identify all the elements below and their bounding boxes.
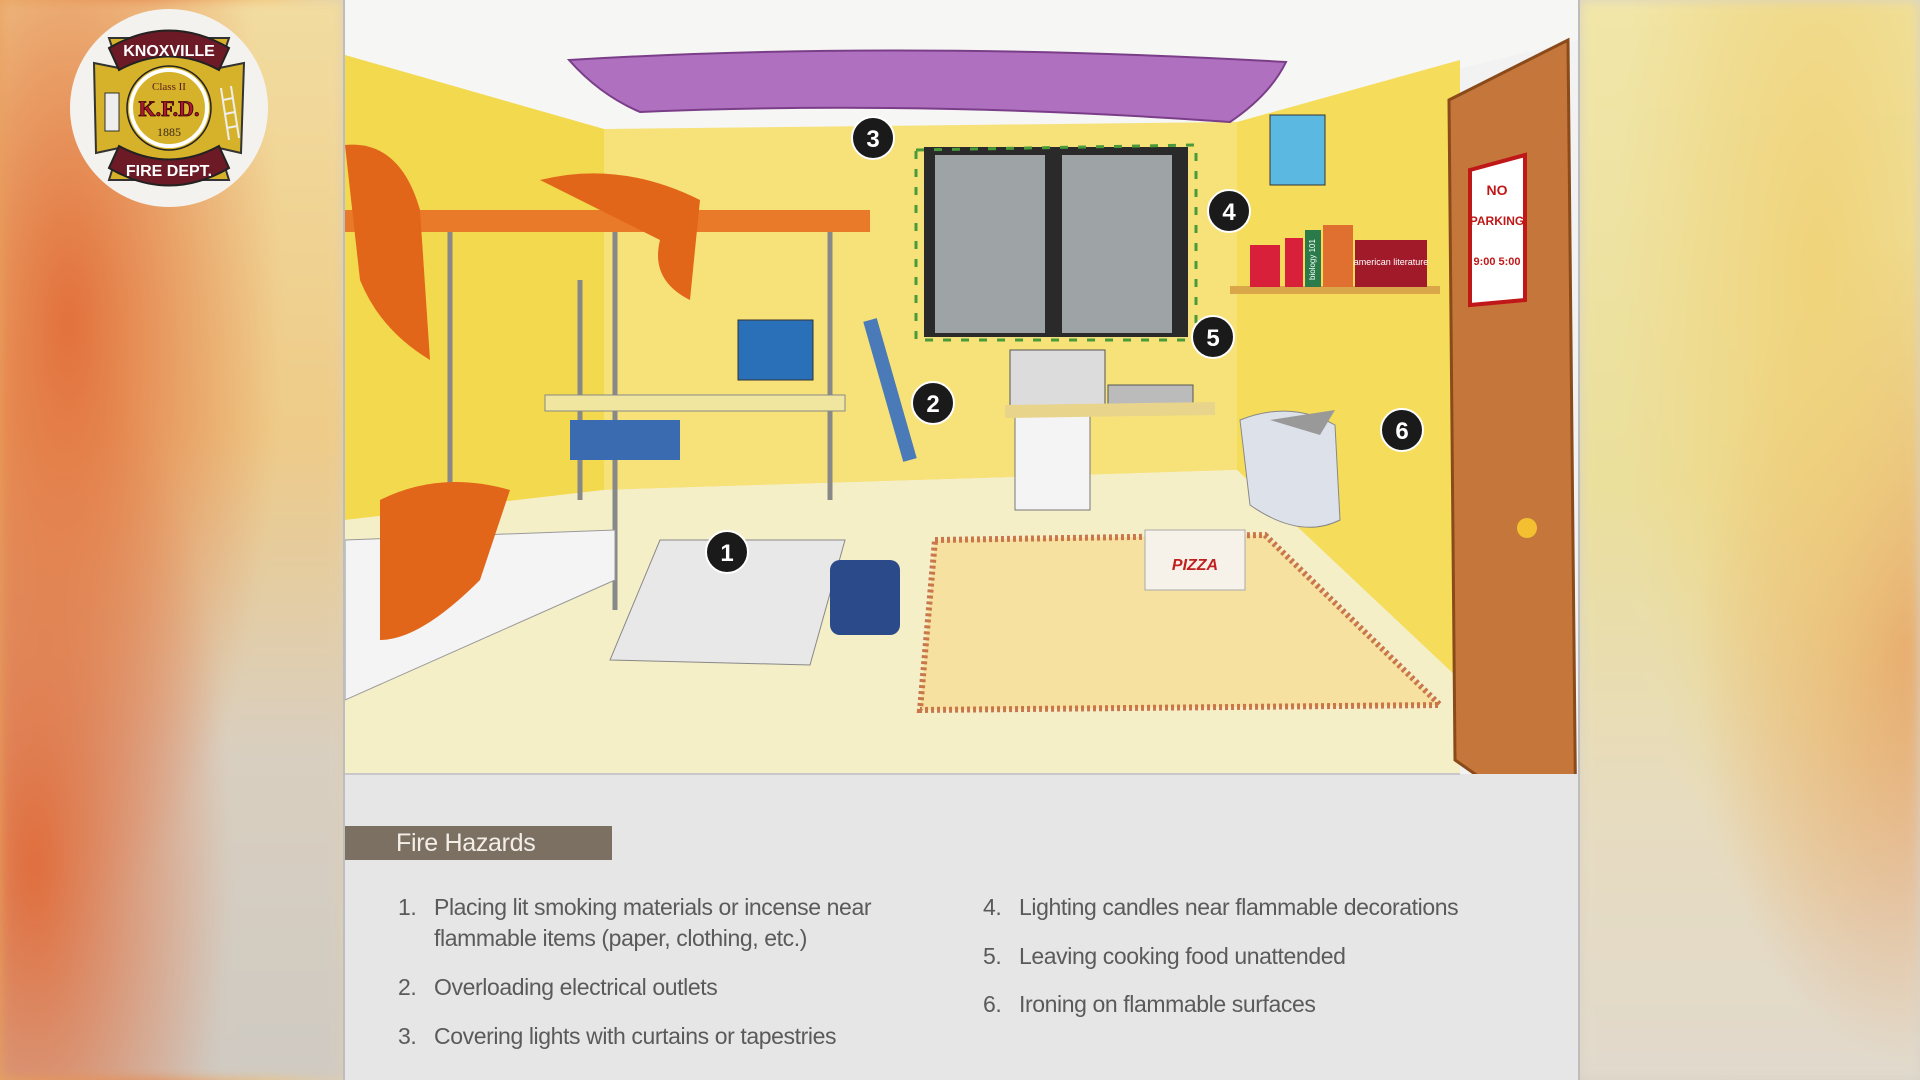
- hazard-badge-5: 5: [1191, 315, 1235, 359]
- svg-text:3: 3: [866, 126, 879, 153]
- hydrant-icon: [104, 92, 120, 132]
- hazard-badge-6: 6: [1380, 408, 1424, 452]
- logo-initials: K.F.D.: [139, 96, 200, 121]
- svg-text:5: 5: [1206, 325, 1219, 352]
- right-wall: [1237, 60, 1460, 680]
- svg-text:PARKING: PARKING: [1470, 214, 1524, 228]
- hazard-badge-3: 3: [851, 116, 895, 160]
- svg-text:4: 4: [1222, 199, 1236, 226]
- book-label: biology 101: [1308, 239, 1317, 280]
- computer-monitor: [737, 319, 814, 381]
- no-parking-sign: NO PARKING 9:00 5:00: [1468, 152, 1527, 308]
- coffee-table: [609, 539, 846, 666]
- hazard-number: 1.: [398, 894, 417, 920]
- pizza-label: PIZZA: [1172, 557, 1218, 574]
- hazard-text: Ironing on flammable surfaces: [1019, 991, 1316, 1017]
- hazard-number: 6.: [983, 991, 1002, 1017]
- hazard-badge-4: 4: [1207, 189, 1251, 233]
- mini-fridge: [1014, 409, 1091, 511]
- desk: [544, 394, 846, 412]
- shirt: [1239, 410, 1341, 528]
- hazard-text-line2: flammable items (paper, clothing, etc.): [434, 925, 808, 951]
- hazard-badge-2: 2: [911, 381, 955, 425]
- knoxville-fire-dept-logo: KNOXVILLE Class II K.F.D. 1885 FIRE DEPT…: [70, 9, 268, 207]
- guitar: [863, 318, 917, 462]
- left-wall: [345, 55, 604, 520]
- svg-text:2: 2: [926, 391, 939, 418]
- logo-top-text: KNOXVILLE: [123, 43, 215, 60]
- logo-class-text: Class II: [152, 81, 186, 93]
- door-knob: [1517, 518, 1537, 538]
- hazard-text: Covering lights with curtains or tapestr…: [434, 1023, 837, 1049]
- hazard-text: Placing lit smoking materials or incense…: [434, 894, 872, 920]
- rug: [916, 531, 1448, 714]
- hazard-text: Leaving cooking food unattended: [1019, 943, 1346, 969]
- hazard-number: 5.: [983, 943, 1002, 969]
- microwave: [1009, 349, 1106, 409]
- hazard-number: 2.: [398, 974, 417, 1000]
- logo-bottom-text: FIRE DEPT.: [126, 163, 212, 180]
- iron: [1270, 410, 1335, 435]
- shelf: [1230, 286, 1440, 294]
- tapestry: [566, 49, 1288, 124]
- book-label: american literature: [1354, 257, 1429, 267]
- backpack: [830, 560, 900, 635]
- blurred-background-right: [1580, 0, 1920, 1080]
- wall-picture: [1269, 114, 1326, 186]
- svg-text:6: 6: [1395, 418, 1408, 445]
- pizza-box: [1144, 529, 1246, 591]
- hazard-badge-1: 1: [705, 530, 749, 574]
- svg-text:NO: NO: [1487, 182, 1508, 198]
- fire-hazards-title: Fire Hazards: [345, 826, 612, 860]
- ladder-icon: [220, 85, 240, 141]
- hazard-text: Overloading electrical outlets: [434, 974, 718, 1000]
- hazard-number: 4.: [983, 894, 1002, 920]
- logo-year: 1885: [157, 125, 181, 139]
- hazard-number: 3.: [398, 1023, 417, 1049]
- svg-text:1: 1: [720, 540, 733, 567]
- hazard-text: Lighting candles near flammable decorati…: [1019, 894, 1459, 920]
- svg-text:9:00 5:00: 9:00 5:00: [1473, 256, 1520, 268]
